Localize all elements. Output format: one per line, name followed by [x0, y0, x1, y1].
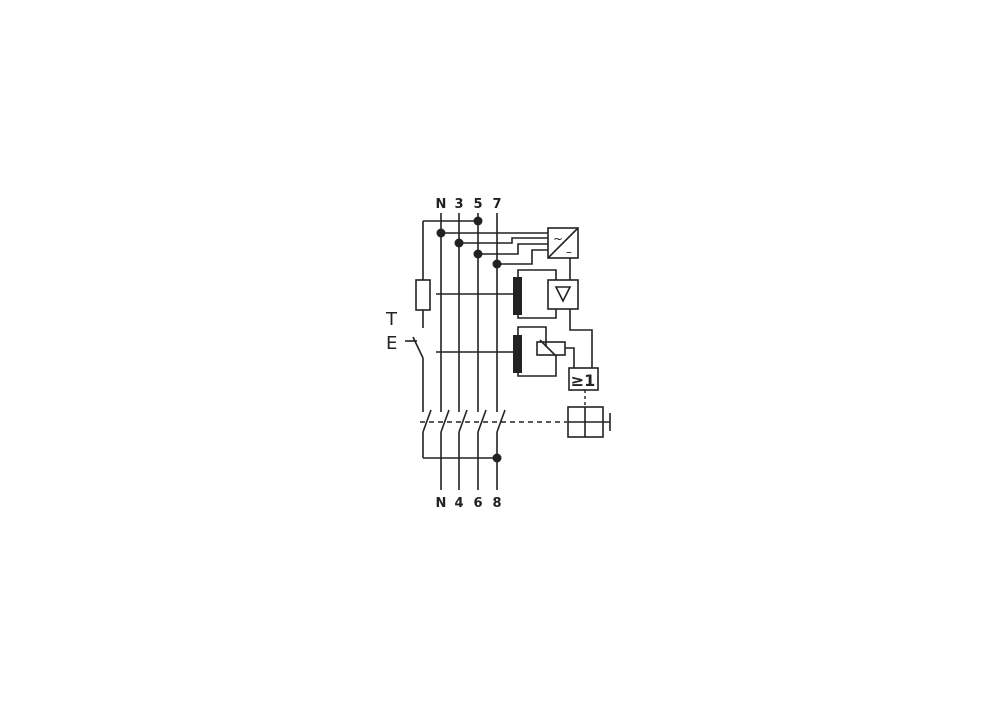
ac-dc-converter: ~ – — [547, 227, 579, 259]
terminal-label-bottom-4: 4 — [454, 496, 463, 511]
terminal-label-top-n: N — [436, 197, 447, 212]
summation-transformer-2 — [436, 326, 575, 377]
test-resistor — [415, 279, 431, 311]
test-label-t: T — [385, 309, 398, 330]
transformer-core-icon — [513, 335, 522, 373]
main-switch-contacts — [422, 409, 506, 433]
svg-text:–: – — [566, 245, 572, 259]
amplifier-block — [547, 279, 579, 310]
terminal-label-top-7: 7 — [492, 197, 501, 212]
svg-text:≥1: ≥1 — [571, 371, 596, 390]
relay-coil — [536, 341, 566, 356]
converter-supply-lines — [436, 228, 548, 269]
test-circuit — [405, 216, 483, 412]
conductors-lower — [422, 432, 502, 490]
terminal-label-bottom-8: 8 — [492, 496, 501, 511]
terminal-label-bottom-6: 6 — [473, 496, 482, 511]
amp-to-or — [569, 309, 593, 368]
transformer-core-icon — [513, 277, 522, 315]
terminal-label-top-5: 5 — [473, 197, 482, 212]
trip-actuator — [567, 406, 611, 438]
terminal-label-bottom-n: N — [436, 496, 447, 511]
logic-or-block: ≥1 — [568, 367, 599, 391]
terminal-label-top-3: 3 — [454, 197, 463, 212]
junction-dot — [492, 453, 502, 463]
test-label-e: E — [386, 333, 397, 354]
svg-text:~: ~ — [553, 232, 563, 246]
amplifier-triangle-icon — [554, 286, 572, 303]
summation-transformer-1 — [436, 269, 557, 319]
